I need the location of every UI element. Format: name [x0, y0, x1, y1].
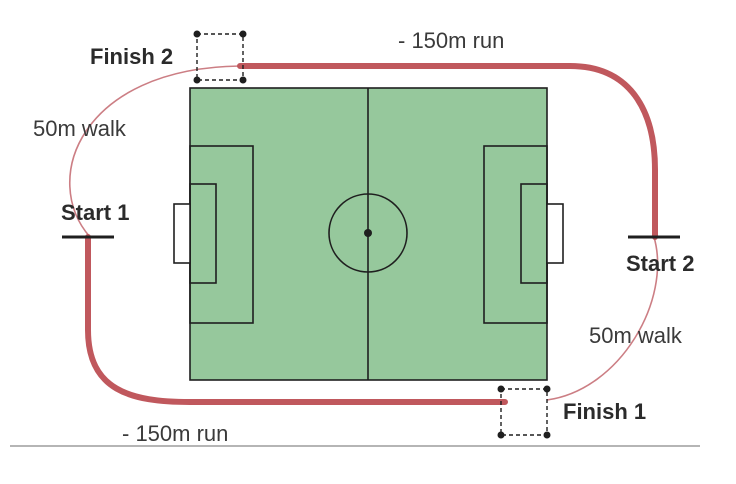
- finish-1-box: [497, 385, 551, 439]
- right-goal: [546, 203, 564, 264]
- walk-right-label: 50m walk: [589, 323, 683, 348]
- finish-2-label: Finish 2: [90, 44, 173, 69]
- run-track-bottom: [85, 234, 508, 405]
- finish-2-box: [193, 30, 247, 84]
- finish-1-label: Finish 1: [563, 399, 646, 424]
- walk-track-left: [68, 65, 241, 238]
- run-bottom-label: - 150m run: [122, 421, 228, 446]
- football-field: [173, 87, 564, 381]
- walk-track-right: [546, 236, 659, 401]
- centre-spot: [364, 229, 372, 237]
- start-1-label: Start 1: [61, 200, 129, 225]
- centre-circle: [328, 193, 408, 273]
- left-goal: [173, 203, 191, 264]
- walk-left-label: 50m walk: [33, 116, 127, 141]
- start-2-label: Start 2: [626, 251, 694, 276]
- run-top-label: - 150m run: [398, 28, 504, 53]
- run-track-top: [237, 63, 658, 240]
